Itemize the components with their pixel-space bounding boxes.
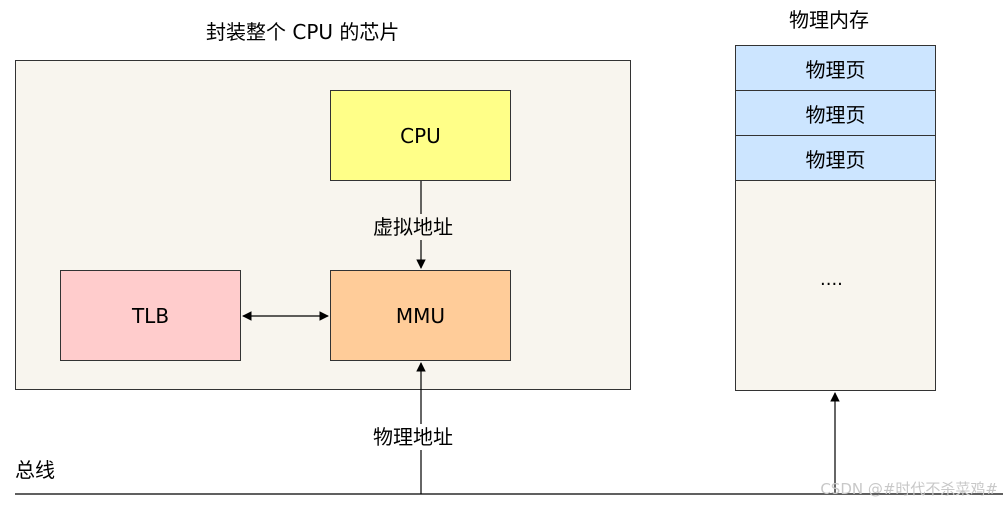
cpu-box: CPU [330, 90, 511, 181]
tlb-box: TLB [60, 270, 241, 361]
mmu-box: MMU [330, 270, 511, 361]
memory-page-2: 物理页 [735, 90, 936, 136]
chip-title: 封装整个 CPU 的芯片 [206, 20, 400, 44]
memory-page-1: 物理页 [735, 45, 936, 91]
memory-page-label: 物理页 [805, 57, 866, 82]
cpu-label: CPU [400, 123, 441, 148]
mmu-label: MMU [395, 303, 446, 328]
tlb-label: TLB [131, 303, 170, 328]
virtual-address-label: 虚拟地址 [371, 214, 455, 240]
memory-page-label: 物理页 [805, 102, 866, 127]
memory-page-label: 物理页 [805, 147, 866, 172]
memory-title: 物理内存 [789, 8, 869, 32]
bus-label: 总线 [15, 458, 55, 482]
watermark-text: CSDN @#时代不杀菜鸡# [820, 480, 998, 498]
memory-page-3: 物理页 [735, 135, 936, 181]
physical-address-label: 物理地址 [371, 424, 455, 450]
memory-ellipsis: .... [820, 269, 843, 290]
